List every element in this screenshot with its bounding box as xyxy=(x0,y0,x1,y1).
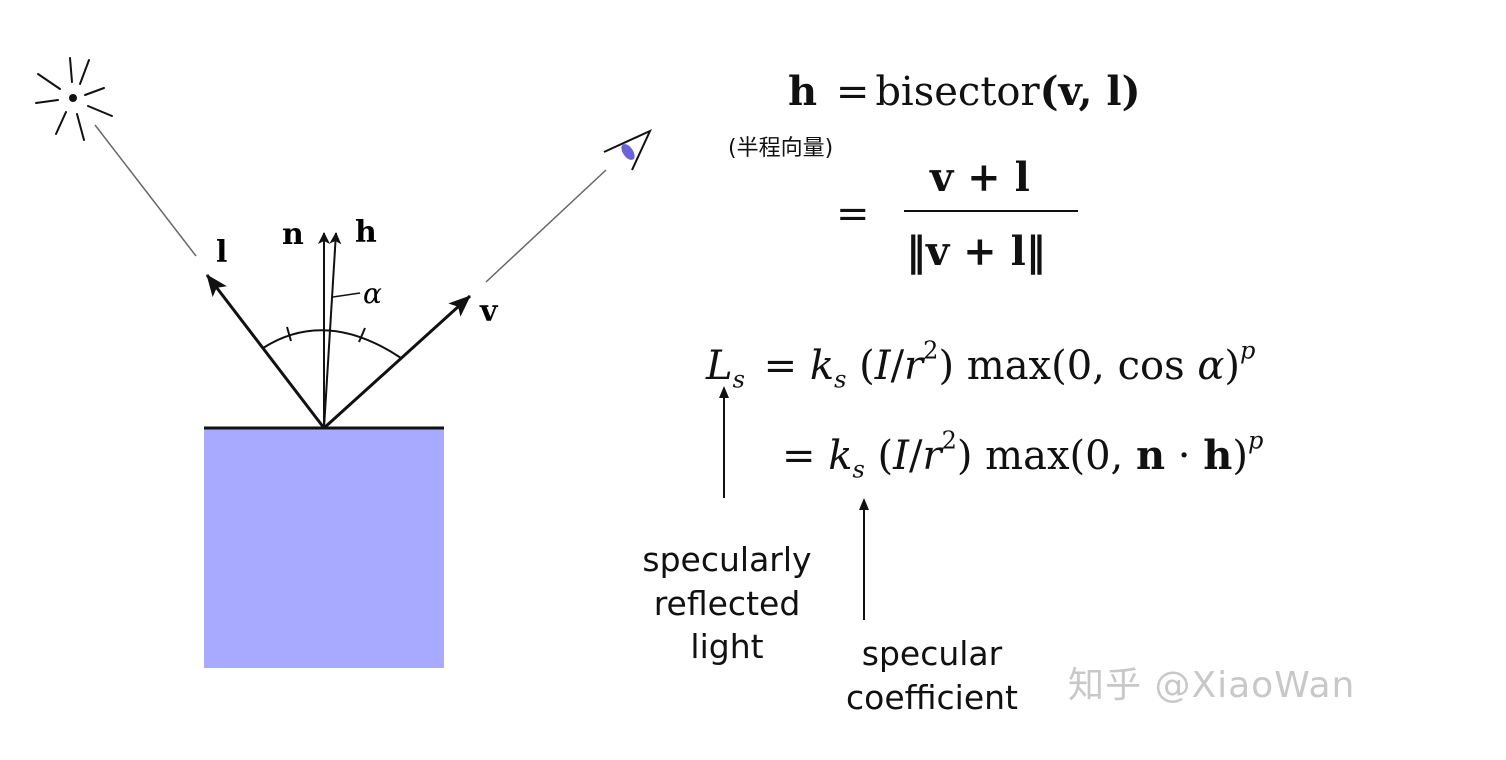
arc-tick xyxy=(286,326,292,342)
label-v: v xyxy=(479,294,499,329)
alpha-pointer xyxy=(332,292,361,298)
vector-l-arrow xyxy=(205,274,326,429)
fraction-numerator: v + l xyxy=(930,154,1030,201)
reflection-diagram: l n h v α xyxy=(35,57,653,668)
light-source-icon xyxy=(35,57,113,141)
view-ray xyxy=(485,169,607,283)
fraction-bar xyxy=(904,210,1078,212)
watermark: 知乎 @XiaoWan xyxy=(1068,665,1356,706)
annotation-line: light xyxy=(690,627,764,667)
fraction-equals: = xyxy=(836,191,870,237)
annotation-specularly-reflected-light: specularly reflected light xyxy=(632,538,822,669)
label-alpha: α xyxy=(363,277,382,310)
annotation-line: coefficient xyxy=(845,677,1018,717)
annotation-line: specular xyxy=(861,634,1003,673)
eq-bisector-args: (v, l) xyxy=(1039,68,1141,115)
surface-block xyxy=(204,428,444,668)
label-n: n xyxy=(282,217,304,252)
specular-equation-line1: Ls = ks (I/r2) max(0, cos α)p xyxy=(706,336,1256,394)
vector-v-arrow xyxy=(322,294,472,430)
arc-tick xyxy=(358,327,366,343)
halfway-vector-note: (半程向量) xyxy=(728,136,834,161)
eq-h-symbol: h xyxy=(788,68,818,115)
light-ray xyxy=(94,124,197,257)
halfway-equation: h =bisector(v, l) xyxy=(788,69,1141,115)
annotation-specular-coefficient: specular coefficient xyxy=(832,632,1032,719)
eye-icon xyxy=(603,128,653,171)
annotation-line: specularly xyxy=(642,540,812,579)
specular-equation-line2: = ks (I/r2) max(0, n · h)p xyxy=(782,426,1264,484)
eq-bisector-func: bisector xyxy=(875,69,1040,115)
angle-arc xyxy=(262,329,402,359)
eq-equals: = xyxy=(835,69,870,115)
annotation-line: reflected xyxy=(653,583,801,623)
label-h: h xyxy=(355,215,377,250)
eq-line1-rhs: = ks (I/r2) max(0, cos α)p xyxy=(763,336,1256,394)
eq-line2-rhs: = ks (I/r2) max(0, n · h)p xyxy=(782,426,1264,484)
label-l: l xyxy=(216,235,227,270)
eq-L-symbol: L xyxy=(706,343,733,389)
fraction-denominator: ‖v + l‖ xyxy=(906,228,1046,275)
eq-L-subscript: s xyxy=(732,365,745,394)
